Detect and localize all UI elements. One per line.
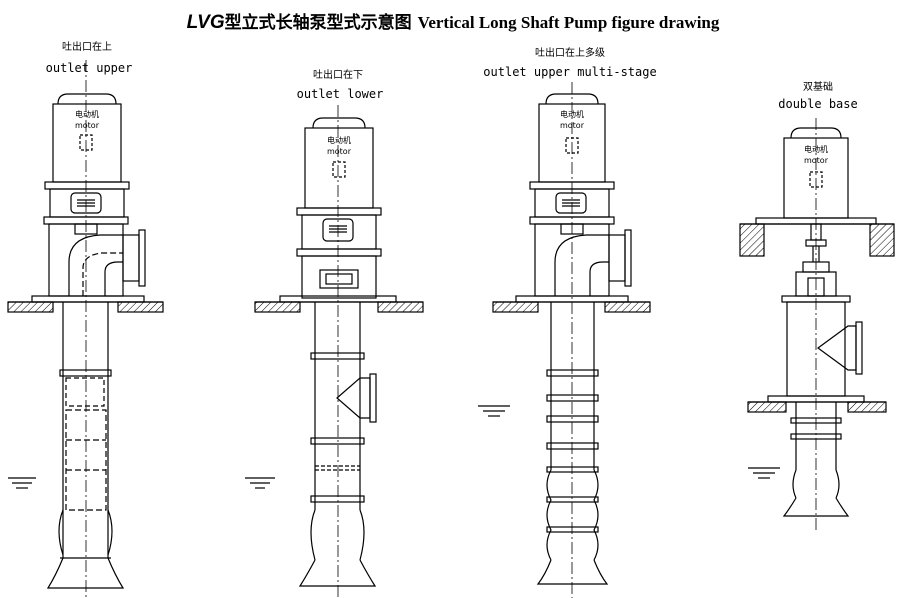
pump-outlet-upper-multistage: 吐出口在上多级 outlet upper multi-stage 电动机 mot… bbox=[478, 46, 657, 598]
pump1-outlet-flange bbox=[138, 229, 146, 287]
pump3-outlet-flange bbox=[624, 229, 632, 287]
pump2-motor-label-cn: 电动机 bbox=[327, 135, 351, 145]
pump1-motor-cap bbox=[57, 93, 117, 105]
page-title: LVG型立式长轴泵型式示意图 Vertical Long Shaft Pump f… bbox=[0, 8, 906, 34]
pump3-label-cn: 吐出口在上多级 bbox=[535, 46, 605, 59]
pump4-label-cn: 双基础 bbox=[803, 80, 833, 93]
pump-double-base: 双基础 double base 电动机 motor bbox=[739, 80, 895, 530]
pump1-motor-label-en: motor bbox=[75, 121, 100, 130]
pump2-motor-label-en: motor bbox=[327, 147, 352, 156]
pump-outlet-lower: 吐出口在下 outlet lower 电动机 motor bbox=[245, 68, 424, 598]
title-en: Vertical Long Shaft Pump figure drawing bbox=[417, 13, 720, 32]
pump3-label-en: outlet upper multi-stage bbox=[483, 65, 656, 79]
title-cn: 型立式长轴泵型式示意图 bbox=[224, 13, 412, 33]
pump-outlet-upper: 吐出口在上 outlet upper 电动机 motor bbox=[7, 40, 164, 598]
pump4-label-en: double base bbox=[778, 97, 857, 111]
pump2-label-en: outlet lower bbox=[297, 87, 384, 101]
pump2-motor-cap bbox=[312, 117, 366, 129]
pump1-motor-label-cn: 电动机 bbox=[75, 109, 99, 119]
pump1-motor-flange bbox=[44, 181, 130, 190]
pump1-label-cn: 吐出口在上 bbox=[62, 40, 112, 53]
pump1-label-en: outlet upper bbox=[46, 61, 133, 75]
pump4-outlet-flange bbox=[855, 321, 863, 375]
pump2-outlet-flange bbox=[369, 373, 377, 423]
pump2-label-cn: 吐出口在下 bbox=[313, 68, 363, 81]
title-code: LVG bbox=[186, 12, 225, 33]
